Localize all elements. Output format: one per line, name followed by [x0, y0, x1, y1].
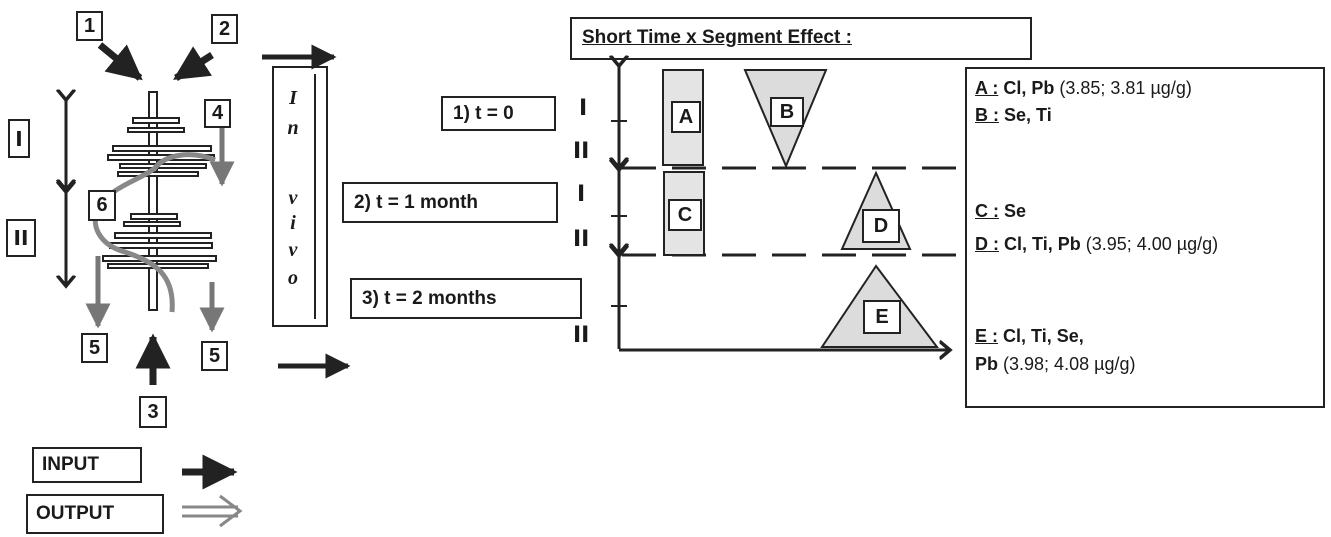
shape-label-a: A	[671, 101, 701, 133]
axis-label-t1-i: I	[577, 182, 586, 207]
in-vivo-divider	[314, 74, 316, 319]
legend-entry-a: A : Cl, Pb (3.85; 3.81 µg/g)	[975, 78, 1192, 98]
key-output-box: OUTPUT	[26, 494, 164, 534]
step-box-t2: 3) t = 2 months	[350, 278, 582, 319]
plant-stem	[148, 91, 158, 311]
shape-label-b: B	[770, 97, 804, 127]
legend-entry-b: B : Se, Ti	[975, 105, 1052, 125]
axis-label-t0-ii: II	[573, 139, 590, 164]
chart-title-box: Short Time x Segment Effect :	[570, 17, 1032, 60]
step-box-t1: 2) t = 1 month	[342, 182, 558, 223]
axis-label-t2-ii: II	[573, 323, 590, 348]
element-legend: A : Cl, Pb (3.85; 3.81 µg/g) B : Se, Ti …	[965, 67, 1325, 408]
legend-entry-e-continued: Pb (3.98; 4.08 µg/g)	[975, 354, 1136, 374]
legend-entry-e: E : Cl, Ti, Se,	[975, 326, 1084, 346]
shape-label-e: E	[863, 300, 901, 334]
axis-ticks	[611, 120, 627, 307]
segment-label-ii-box: II	[6, 219, 36, 257]
key-input-box: INPUT	[32, 447, 142, 483]
label-box-5-left: 5	[81, 333, 108, 363]
branches-segment-ii	[102, 213, 217, 269]
shape-label-d: D	[862, 209, 900, 243]
input-arrow-2	[173, 46, 214, 81]
label-box-1: 1	[76, 11, 103, 41]
axis-label-t0-i: I	[579, 96, 588, 121]
label-box-3: 3	[139, 396, 167, 428]
input-arrow-1	[97, 42, 143, 81]
legend-entry-d: D : Cl, Ti, Pb (3.95; 4.00 µg/g)	[975, 234, 1219, 254]
step-box-t0: 1) t = 0	[441, 96, 556, 131]
label-box-5-right: 5	[201, 341, 228, 371]
label-box-2: 2	[211, 14, 238, 44]
label-box-6: 6	[88, 190, 116, 221]
axis-label-t1-ii: II	[573, 227, 590, 252]
legend-entry-c: C : Se	[975, 201, 1027, 221]
segment-label-i-box: I	[8, 119, 30, 158]
shape-label-c: C	[668, 199, 702, 231]
in-vivo-box: I n v i v o	[272, 66, 328, 327]
branches-segment-i	[107, 117, 215, 177]
label-box-4: 4	[204, 99, 231, 128]
chart-title: Short Time x Segment Effect :	[582, 27, 852, 48]
